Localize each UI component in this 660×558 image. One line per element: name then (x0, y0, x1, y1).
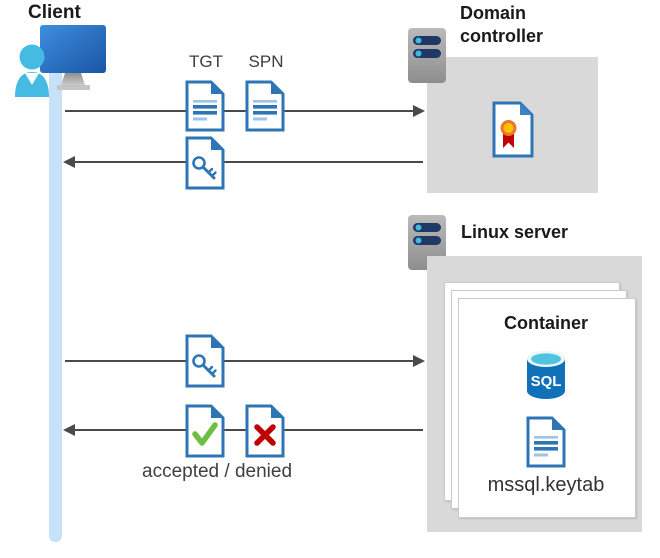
arrow-head-icon (63, 156, 75, 168)
arrow-linux-server-to-client (63, 424, 423, 436)
domain-controller-label: Domain controller (460, 3, 544, 46)
client-lifeline (49, 66, 62, 542)
arrow-client-to-linux-server (65, 355, 425, 367)
arrow-shaft (65, 110, 414, 112)
arrow-head-icon (413, 105, 425, 117)
sql-badge-text: SQL (531, 373, 562, 390)
client-user-computer-icon (15, 25, 106, 97)
container-page-front (458, 298, 636, 518)
sql-database-icon: SQL (527, 351, 565, 399)
spn-label: SPN (248, 52, 284, 71)
arrow-client-to-domain-controller (65, 105, 425, 117)
arrow-shaft (65, 360, 414, 362)
accepted-check-document-icon (185, 404, 225, 458)
arrow-head-icon (413, 355, 425, 367)
container-label: Container (503, 313, 588, 333)
certificate-document-icon (492, 101, 534, 158)
tgt-label: TGT (189, 52, 223, 71)
service-ticket-key-document-icon-2 (185, 334, 225, 388)
accepted-denied-label: accepted / denied (142, 461, 293, 482)
linux-server-label: Linux server (461, 222, 569, 242)
service-ticket-key-document-icon (185, 136, 225, 190)
arrow-head-icon (63, 424, 75, 436)
tgt-document-icon (185, 80, 225, 132)
keytab-file-label: mssql.keytab (487, 474, 605, 496)
spn-document-icon (245, 80, 285, 132)
denied-x-document-icon (245, 404, 285, 458)
arrow-shaft (74, 161, 423, 163)
arrow-domain-controller-to-client (63, 156, 423, 168)
client-label: Client (28, 2, 81, 23)
domain-controller-server-icon (408, 28, 446, 83)
keytab-document-icon (526, 416, 566, 468)
